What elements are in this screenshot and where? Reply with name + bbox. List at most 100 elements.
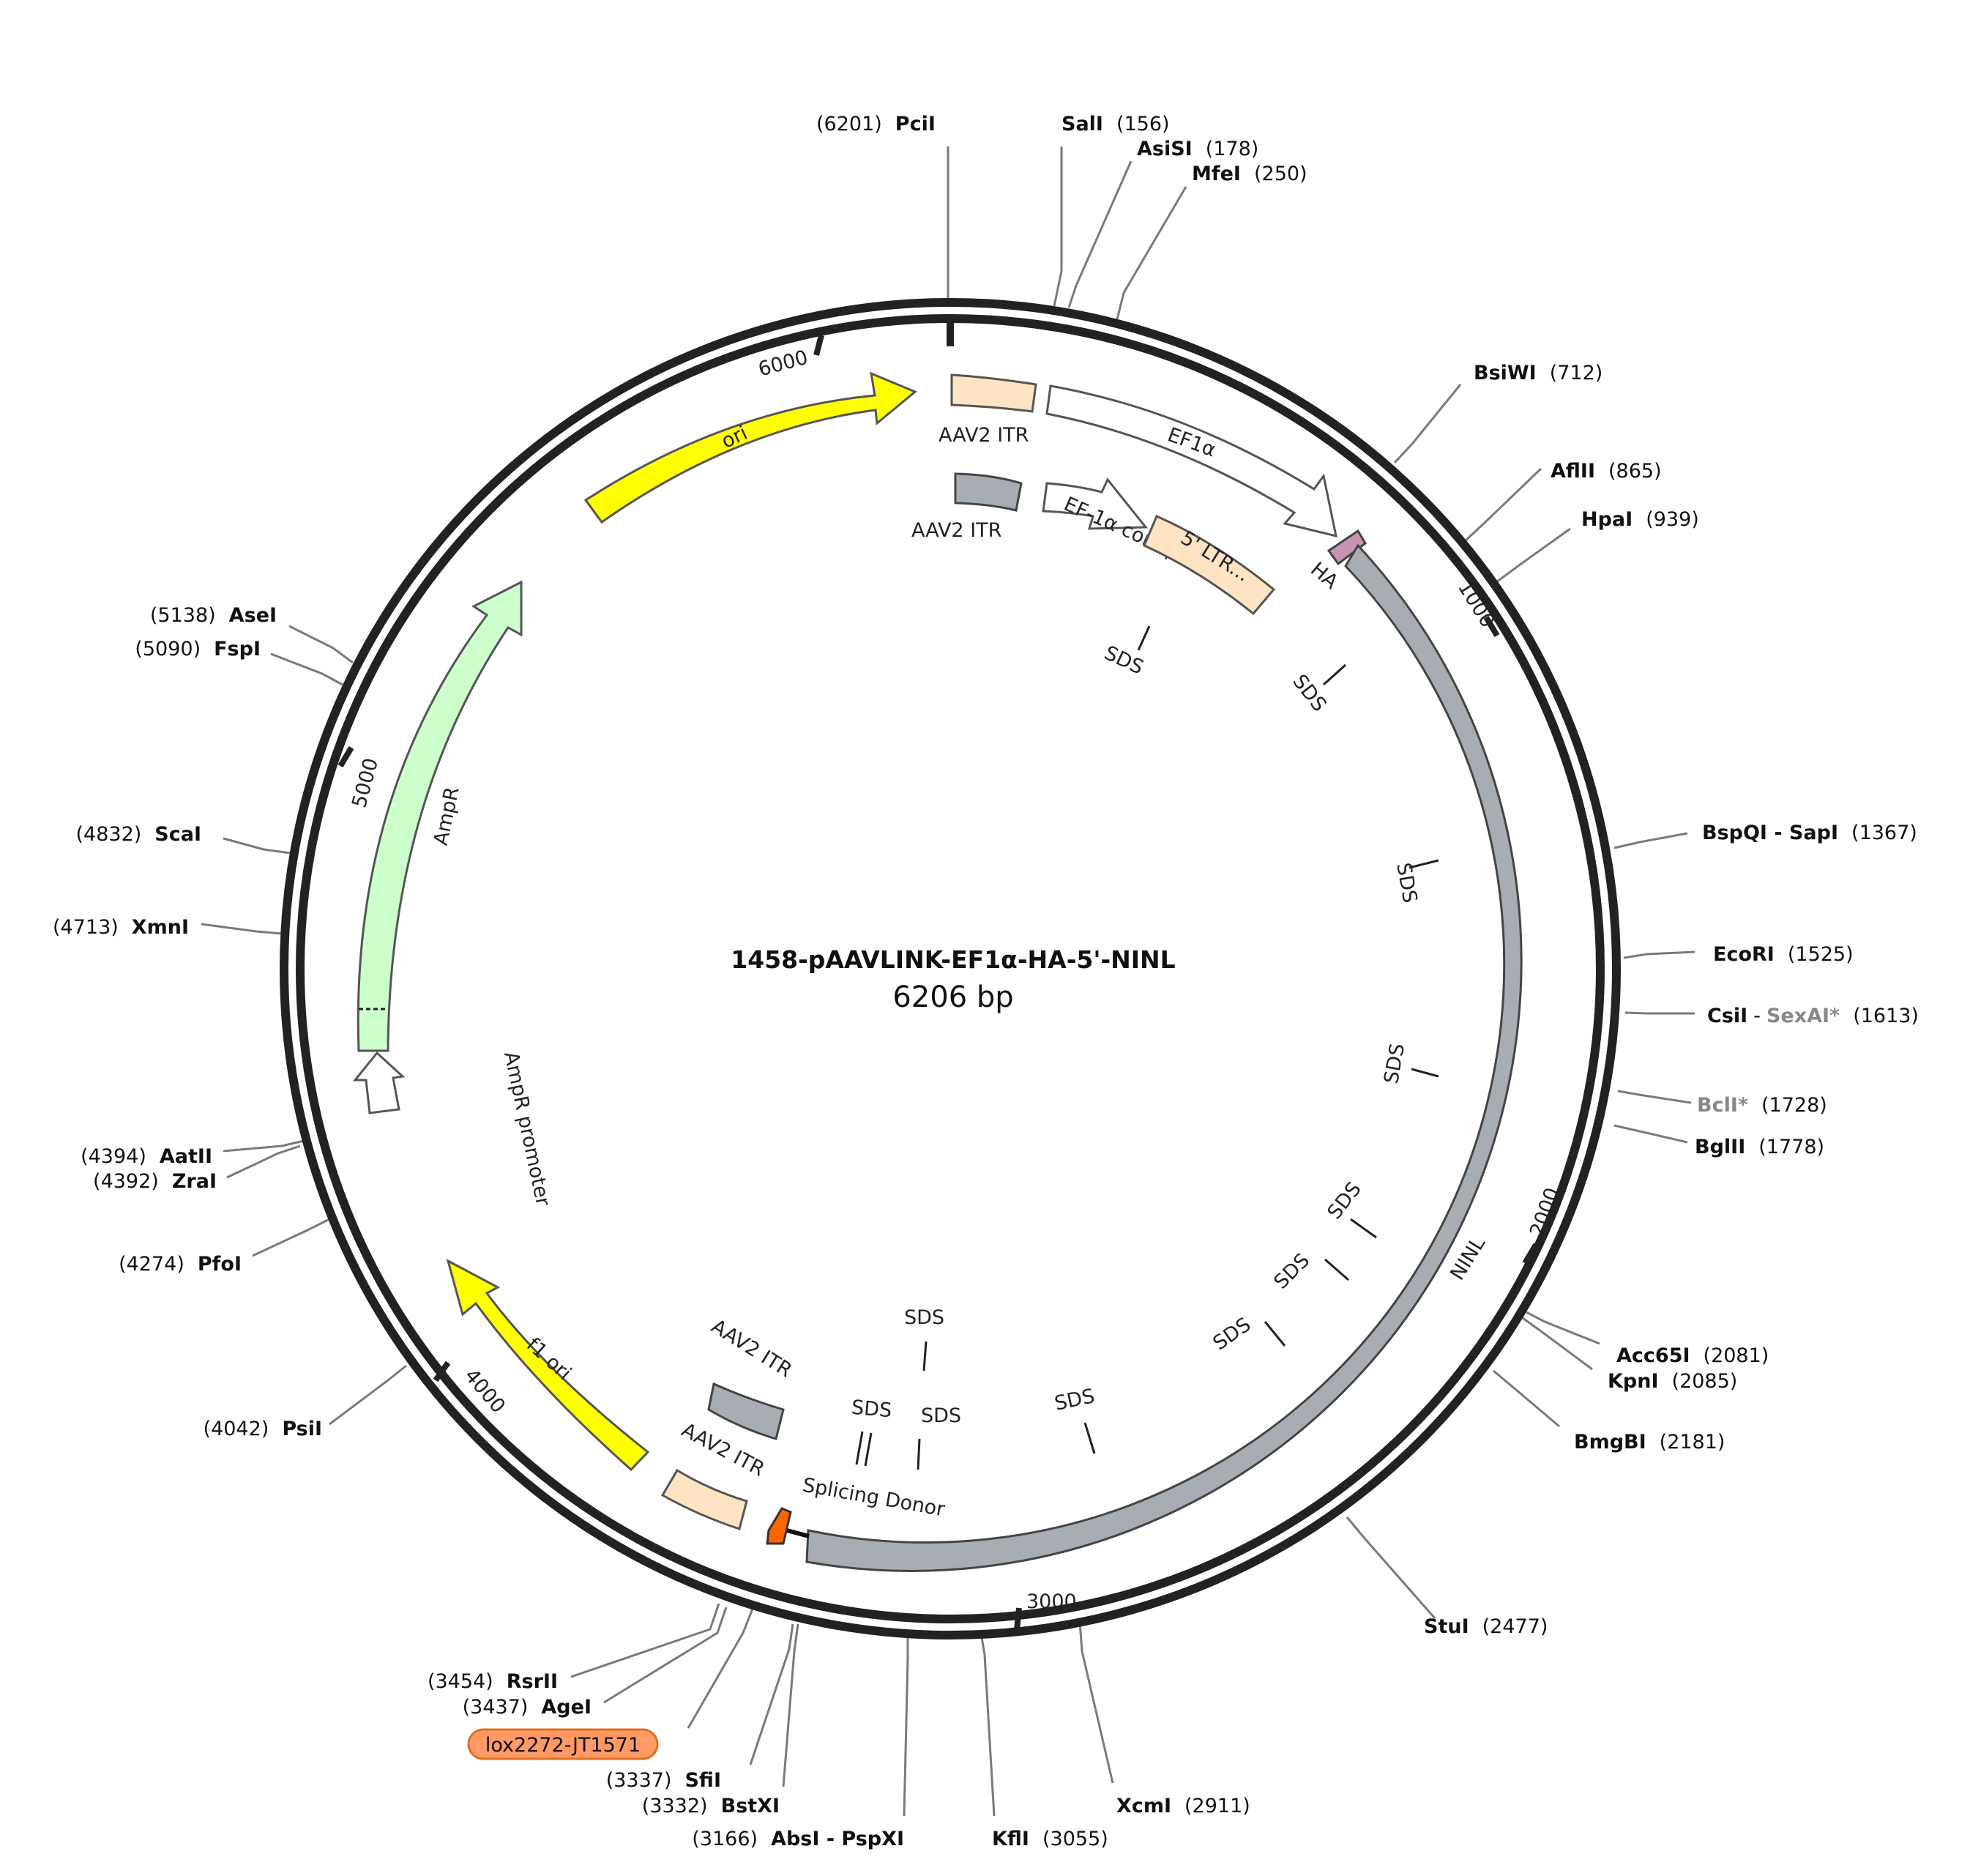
leader-bmgbi [1493,1369,1560,1428]
enzyme-pos: (178) [1206,138,1259,160]
enzyme-bglii[interactable]: BglII(1778) [1695,1136,1824,1158]
enzyme-xmni[interactable]: (4713)XmnI [53,916,189,939]
enzyme-name: PfoI [198,1253,242,1276]
feature-ef1a[interactable] [1045,384,1337,538]
feature-ori[interactable] [583,371,917,524]
feature-splicing-donor[interactable] [766,1507,792,1545]
enzyme-kpni[interactable]: KpnI(2085) [1608,1370,1737,1393]
tick-1000 [1483,615,1500,638]
enzyme-name: KflI [992,1828,1029,1850]
enzyme-name: HpaI [1581,508,1633,531]
enzyme-name: AatII [160,1145,212,1168]
enzyme-hpai[interactable]: HpaI(939) [1581,508,1699,531]
lox2272-badge[interactable]: lox2272-JT1571 [467,1728,659,1760]
enzyme-pos: (2181) [1660,1431,1725,1453]
plasmid-size: 6206 bp [892,980,1013,1014]
enzyme-pos: (5138) [150,604,216,627]
enzyme-absi-pspxi[interactable]: (3166)AbsI - PspXI [692,1828,904,1850]
sds-mark-5 [1350,1218,1377,1239]
enzyme-fspi[interactable]: (5090)FspI [135,638,261,660]
enzyme-pos: (865) [1608,460,1662,483]
leader-rsrii [570,1603,720,1678]
enzyme-sfii[interactable]: (3337)SfiI [606,1769,721,1792]
enzyme-name: AbsI - PspXI [771,1828,904,1850]
feature-5-ltr[interactable] [1143,515,1276,616]
feature-ampr[interactable] [357,580,523,1052]
enzyme-name: EcoRI [1713,943,1775,966]
enzyme-name: BstXI [721,1795,780,1817]
enzyme-name: SalI [1062,113,1103,135]
enzyme-aatii[interactable]: (4394)AatII [81,1145,212,1168]
enzyme-pos: (2477) [1482,1615,1548,1638]
sds-mark-12 [864,1432,873,1467]
feature-label-ampr: AmpR [430,785,464,847]
enzyme-xcmi[interactable]: XcmI(2911) [1116,1795,1250,1817]
enzyme-psii[interactable]: (4042)PsiI [204,1418,322,1440]
enzyme-pos: (1367) [1851,822,1917,844]
splicing-donor-link [786,1528,810,1538]
enzyme-pfoi[interactable]: (4274)PfoI [119,1253,242,1276]
enzyme-sali[interactable]: SalI(156) [1062,113,1170,135]
leader-bglii [1613,1124,1688,1144]
sds-mark-6 [1324,1258,1349,1281]
enzyme-zrai[interactable]: (4392)ZraI [93,1170,217,1193]
feature-f1-ori[interactable] [446,1259,650,1472]
leader-kfli [980,1632,996,1817]
enzyme-pos: (6201) [816,113,882,135]
sds-label-9: SDS [904,1306,944,1329]
plasmid-title: 1458-pAAVLINK-EF1α-HA-5'-NINL [731,945,1175,974]
enzyme-pcii[interactable]: (6201)PciI [816,113,936,135]
enzyme-asei[interactable]: (5138)AseI [150,604,277,627]
enzyme-asisi[interactable]: AsiSI(178) [1137,138,1258,160]
enzyme-name-muted: SexAI* [1766,1005,1840,1027]
enzyme-agei[interactable]: (3437) AgeI [463,1696,592,1719]
enzyme-stui[interactable]: StuI(2477) [1424,1615,1548,1638]
enzyme-pos: (712) [1550,362,1603,384]
feature-aav2-itr-4[interactable] [660,1468,748,1530]
feature-aav2-itr-2[interactable] [954,472,1023,512]
feature-aav2-itr-1[interactable] [950,373,1037,413]
enzyme-pos: (3437) [463,1696,529,1719]
sds-mark-10 [917,1438,921,1470]
enzyme-bspqi-sapi[interactable]: BspQI - SapI(1367) [1702,822,1917,844]
enzyme-bcli[interactable]: BclI*(1728) [1697,1094,1827,1117]
enzyme-pos: (5090) [135,638,201,660]
enzyme-pos: (3332) [642,1795,708,1817]
enzyme-aflii[interactable]: AflII(865) [1551,460,1662,483]
enzyme-bstxi[interactable]: (3332) BstXI [642,1795,780,1817]
tick-4000 [433,1361,451,1382]
leader-xcmi [1078,1621,1114,1784]
enzyme-name: AgeI [541,1696,592,1719]
enzyme-acc65i[interactable]: Acc65I(2081) [1616,1344,1769,1367]
enzyme-mfei[interactable]: MfeI(250) [1192,163,1307,185]
tick-5000 [337,745,354,768]
sds-label-4: SDS [1380,1042,1409,1086]
sds-label-8: SDS [1053,1385,1097,1415]
enzyme-kfli[interactable]: KflI(3055) [992,1828,1108,1850]
enzyme-ecori[interactable]: EcoRI(1525) [1713,943,1854,966]
enzyme-pos: (3337) [606,1769,672,1792]
feature-ha[interactable] [1327,529,1367,566]
leader-aatii [223,1139,305,1153]
enzyme-name: BmgBI [1574,1431,1646,1453]
enzyme-pos: (4713) [53,916,119,939]
leader-sali [1053,146,1063,307]
enzyme-csii-sexai[interactable]: CsiI-SexAI*(1613) [1707,1005,1919,1027]
enzyme-bmgbi[interactable]: BmgBI (2181) [1574,1431,1725,1453]
feature-ef1a-core-promoter[interactable] [1042,477,1149,530]
sds-markers [855,625,1439,1470]
enzyme-rsrii[interactable]: (3454)RsrII [428,1670,558,1693]
enzyme-bsiwi[interactable]: BsiWI(712) [1474,362,1603,384]
feature-ninl[interactable] [805,543,1523,1572]
enzyme-scai[interactable]: (4832)ScaI [76,823,202,846]
feature-label-aav2-itr-2: AAV2 ITR [911,519,1001,542]
feature-ampr-promoter[interactable] [352,1051,406,1114]
sds-label-10: SDS [921,1404,961,1427]
sds-label-11: SDS [851,1396,893,1423]
enzyme-leader-lines [201,146,1695,1817]
leader-bcli [1617,1090,1692,1104]
leader-scai [223,837,291,855]
feature-aav2-itr-3[interactable] [707,1382,785,1440]
sds-label-5: SDS [1324,1178,1366,1224]
